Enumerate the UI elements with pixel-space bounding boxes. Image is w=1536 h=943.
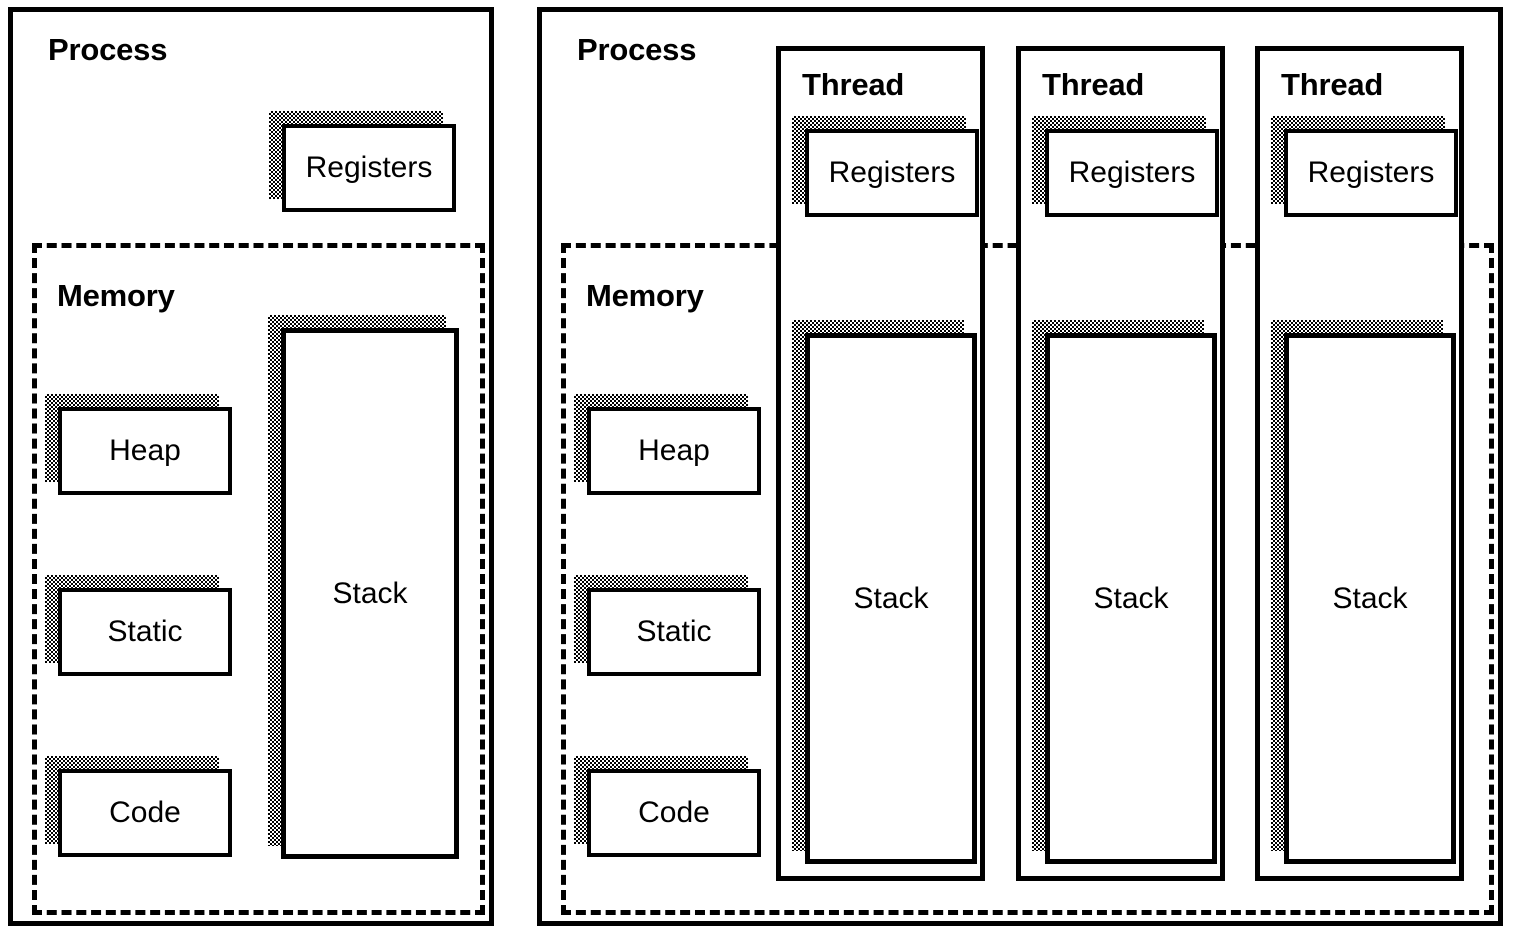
registers-box-face: Registers	[282, 124, 456, 212]
thread-stack-box: Stack	[1032, 320, 1217, 864]
thread-registers-box: Registers	[1271, 116, 1458, 217]
memory-label: Memory	[586, 278, 704, 313]
thread-registers-box: Registers	[1032, 116, 1219, 217]
heap-box-face: Heap	[58, 407, 232, 495]
memory-region	[32, 243, 485, 915]
thread-label: Thread	[1281, 67, 1384, 102]
thread-stack-box: Stack	[792, 320, 977, 864]
stack-label: Stack	[332, 576, 408, 610]
thread-label: Thread	[1042, 67, 1145, 102]
code-label: Code	[638, 796, 710, 829]
code-label: Code	[109, 796, 181, 829]
thread-label: Thread	[802, 67, 905, 102]
thread-stack-label: Stack	[1332, 581, 1408, 615]
code-box: Code	[45, 756, 232, 857]
thread-registers-box: Registers	[792, 116, 979, 217]
thread-registers-box-face: Registers	[805, 129, 979, 217]
static-box-face: Static	[587, 588, 761, 676]
thread-registers-box-face: Registers	[1284, 129, 1458, 217]
registers-label: Registers	[305, 151, 433, 184]
thread-registers-label: Registers	[1307, 156, 1435, 189]
thread-registers-label: Registers	[828, 156, 956, 189]
thread-box-3: Thread Registers Stack	[1255, 46, 1464, 881]
process-panel-multithreaded: Process Memory Heap Static Code	[537, 7, 1503, 926]
heap-label: Heap	[109, 434, 181, 467]
thread-stack-box-face: Stack	[1045, 333, 1217, 864]
thread-stack-label: Stack	[1093, 581, 1169, 615]
process-label: Process	[48, 32, 168, 67]
static-box: Static	[45, 575, 232, 676]
heap-box: Heap	[574, 394, 761, 495]
thread-box-1: Thread Registers Stack	[776, 46, 985, 881]
code-box-face: Code	[58, 769, 232, 857]
heap-box: Heap	[45, 394, 232, 495]
thread-registers-label: Registers	[1068, 156, 1196, 189]
code-box: Code	[574, 756, 761, 857]
static-box: Static	[574, 575, 761, 676]
thread-box-2: Thread Registers Stack	[1016, 46, 1225, 881]
static-label: Static	[636, 615, 712, 648]
memory-label: Memory	[57, 278, 175, 313]
process-label: Process	[577, 32, 697, 67]
registers-box: Registers	[269, 111, 456, 212]
thread-stack-label: Stack	[853, 581, 929, 615]
thread-registers-box-face: Registers	[1045, 129, 1219, 217]
stack-box: Stack	[268, 315, 459, 859]
heap-label: Heap	[638, 434, 710, 467]
stack-box-face: Stack	[281, 328, 459, 859]
static-label: Static	[107, 615, 183, 648]
heap-box-face: Heap	[587, 407, 761, 495]
thread-stack-box: Stack	[1271, 320, 1456, 864]
static-box-face: Static	[58, 588, 232, 676]
code-box-face: Code	[587, 769, 761, 857]
thread-stack-box-face: Stack	[1284, 333, 1456, 864]
process-panel-single-threaded: Process Registers Memory Stack Heap	[8, 7, 494, 926]
thread-stack-box-face: Stack	[805, 333, 977, 864]
